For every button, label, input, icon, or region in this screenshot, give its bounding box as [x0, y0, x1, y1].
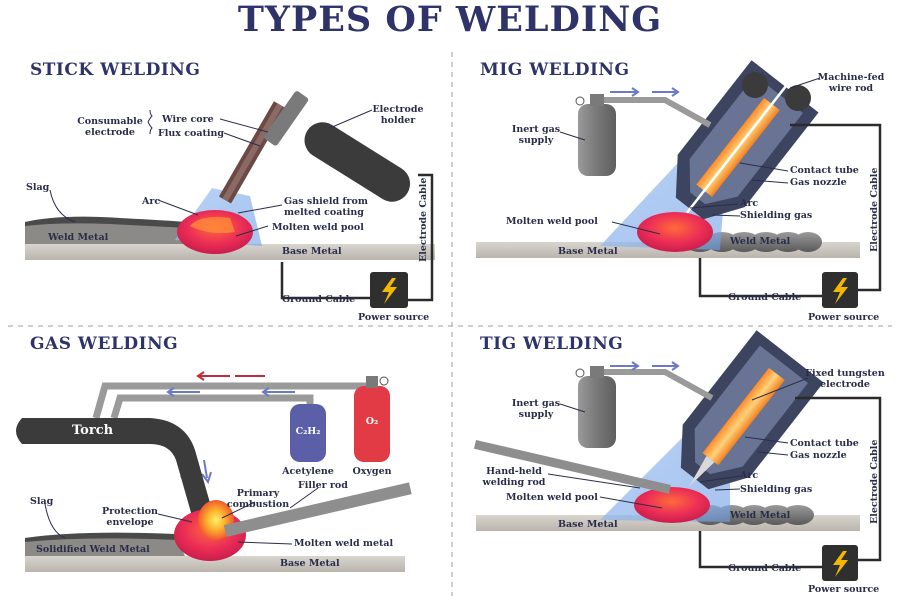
gas-oxygen-label: Oxygen [352, 466, 392, 477]
stick-molten-weld-pool-label: Molten weld pool [272, 222, 364, 233]
mig-contact-tube-label: Contact tube [790, 165, 859, 176]
tig-electrode-cable-label: Electrode Cable [869, 439, 880, 524]
tig-gas-nozzle-label: Gas nozzle [790, 450, 847, 461]
stick-power-source-label: Power source [358, 312, 430, 323]
gas-c2h2-label: C₂H₂ [295, 426, 321, 437]
mig-power-source-label: Power source [808, 312, 880, 323]
stick-wire-core-label: Wire core [162, 114, 214, 125]
tig-ground-cable-label: Ground Cable [728, 563, 802, 574]
stick-base-metal-label: Base Metal [282, 246, 342, 257]
tig-power-source-label: Power source [808, 584, 880, 595]
stick-ground-cable-label: Ground Cable [282, 294, 356, 305]
tig-shielding-gas-label: Shielding gas [740, 484, 813, 495]
gas-art [16, 371, 412, 572]
gas-slag-label: Slag [30, 496, 54, 507]
gas-protection-envelope-label: Protection envelope [102, 506, 158, 528]
mig-shielding-gas-label: Shielding gas [740, 210, 813, 221]
stick-gas-shield-label: Gas shield from melted coating [284, 196, 368, 218]
gas-molten-weld-metal-label: Molten weld metal [294, 538, 394, 549]
tig-arc-label: Arc [740, 470, 759, 481]
tig-base-metal-label: Base Metal [558, 519, 618, 530]
stick-slag-label: Slag [26, 182, 50, 193]
tig-contact-tube-label: Contact tube [790, 438, 859, 449]
gas-solidified-weld-metal-label: Solidified Weld Metal [36, 544, 150, 555]
mig-ground-cable-label: Ground Cable [728, 292, 802, 303]
panel-dividers [8, 52, 892, 596]
gas-welding-title: GAS WELDING [30, 334, 179, 354]
tig-molten-weld-pool-label: Molten weld pool [506, 492, 598, 503]
mig-electrode-cable-label: Electrode Cable [869, 167, 880, 252]
mig-welding-title: MIG WELDING [480, 60, 630, 80]
mig-arc-label: Arc [740, 198, 759, 209]
stick-weld-metal-label: Weld Metal [48, 232, 109, 243]
stick-electrode-holder-label: Electrode holder [372, 104, 424, 126]
gas-primary-combustion-label: Primary combustion [226, 488, 290, 510]
mig-art [476, 60, 882, 308]
gas-base-metal-label: Base Metal [280, 558, 340, 569]
stick-electrode-cable-label: Electrode Cable [418, 177, 429, 262]
tig-inert-gas-label: Inert gas supply [511, 398, 561, 420]
gas-filler-rod-label: Filler rod [298, 480, 348, 491]
mig-machine-fed-label: Machine-fed wire rod [817, 72, 885, 94]
stick-welding-title: STICK WELDING [30, 60, 201, 80]
stick-art [25, 91, 435, 308]
mig-gas-nozzle-label: Gas nozzle [790, 177, 847, 188]
gas-torch-label: Torch [72, 423, 114, 438]
mig-base-metal-label: Base Metal [558, 246, 618, 257]
tig-weld-metal-label: Weld Metal [730, 510, 791, 521]
mig-weld-metal-label: Weld Metal [730, 236, 791, 247]
tig-fixed-tungsten-label: Fixed tungsten electrode [805, 368, 885, 390]
stick-flux-coating-label: Flux coating [158, 128, 225, 139]
mig-inert-gas-label: Inert gas supply [511, 124, 561, 146]
tig-hand-held-label: Hand-held welding rod [482, 466, 546, 488]
page-title: TYPES OF WELDING [237, 0, 663, 40]
stick-arc-label: Arc [142, 196, 161, 207]
stick-consumable-electrode-label: Consumable electrode [77, 116, 143, 138]
mig-molten-weld-pool-label: Molten weld pool [506, 216, 598, 227]
gas-acetylene-label: Acetylene [282, 466, 334, 477]
gas-o2-label: O₂ [365, 416, 379, 427]
tig-art [473, 330, 882, 581]
tig-welding-title: TIG WELDING [480, 334, 624, 354]
